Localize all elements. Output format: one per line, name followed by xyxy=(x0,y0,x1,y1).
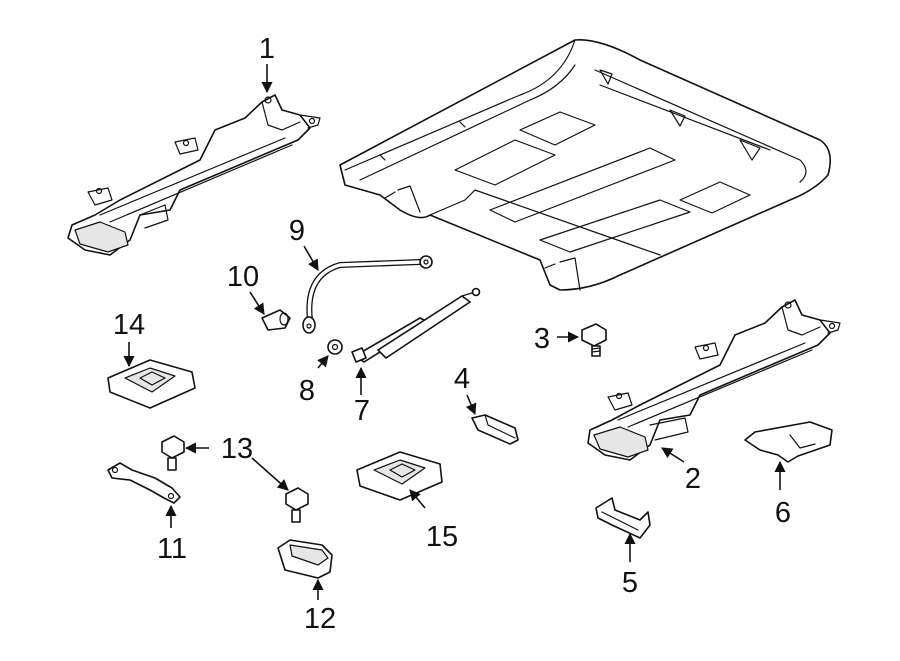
bracket-5 xyxy=(595,497,651,539)
callout-labels: 1 2 3 4 5 6 7 8 9 10 11 12 13 14 15 xyxy=(113,33,791,635)
callout-11: 11 xyxy=(157,533,187,565)
leader-2 xyxy=(661,447,685,463)
callout-13: 13 xyxy=(221,433,253,465)
callout-14: 14 xyxy=(113,309,145,341)
bolts-13 xyxy=(161,435,309,523)
callout-6: 6 xyxy=(775,497,791,529)
callout-1: 1 xyxy=(259,33,275,65)
leader-9 xyxy=(303,245,319,271)
cable-9 xyxy=(302,255,433,334)
bracket-4 xyxy=(471,414,519,445)
gas-strut-7 xyxy=(351,287,481,363)
cap-10 xyxy=(261,309,291,331)
callout-12: 12 xyxy=(304,603,336,635)
callout-15: 15 xyxy=(426,521,458,553)
floor-pan xyxy=(339,39,831,291)
pad-15 xyxy=(356,451,443,501)
callout-10: 10 xyxy=(227,261,259,293)
leader-15 xyxy=(409,489,426,509)
pad-12 xyxy=(277,539,333,579)
callout-9: 9 xyxy=(289,215,305,247)
callout-3: 3 xyxy=(534,323,550,355)
washer-8 xyxy=(327,339,343,355)
strap-11 xyxy=(107,462,181,504)
leader-13b xyxy=(251,457,289,491)
callout-7: 7 xyxy=(354,395,370,427)
callout-8: 8 xyxy=(299,375,315,407)
callout-2: 2 xyxy=(685,463,701,495)
bolt-3 xyxy=(581,323,607,357)
leader-10 xyxy=(249,291,265,315)
callout-5: 5 xyxy=(622,567,638,599)
leader-4 xyxy=(465,394,477,416)
seat-track-left xyxy=(67,94,321,256)
pad-14 xyxy=(107,359,196,409)
leader-8 xyxy=(317,355,329,369)
leader-lines xyxy=(123,64,786,600)
seat-track-right xyxy=(587,299,841,461)
cover-6 xyxy=(744,421,833,463)
callout-4: 4 xyxy=(454,363,470,395)
